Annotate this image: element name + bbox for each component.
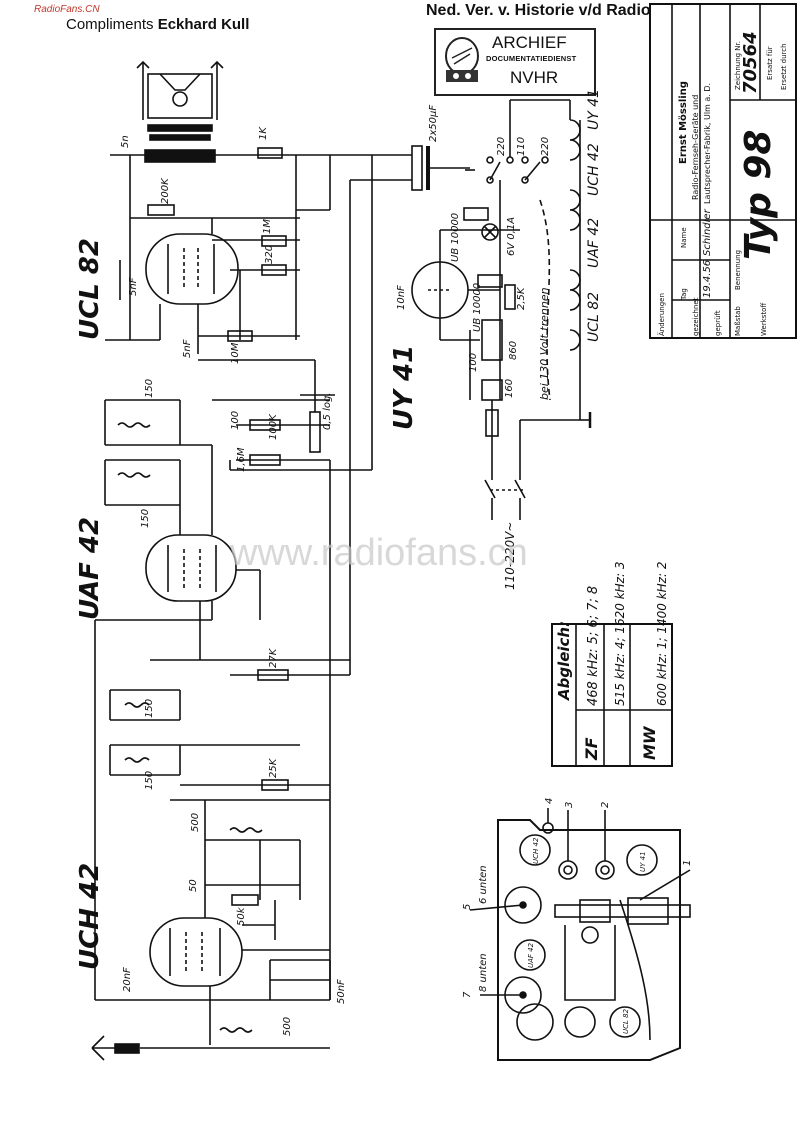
label-r-100k: 100K [268, 413, 279, 440]
label-sep-note: bei 130 Volt trennen [538, 287, 551, 400]
chassis-pin-2: 2 [600, 802, 611, 808]
label-v220-b: 220 [540, 137, 551, 156]
site-logo-text: RadioFans.CN [34, 4, 100, 15]
label-c-2x50: 2x50µF [428, 105, 439, 142]
label-v110: 110 [516, 137, 527, 156]
resistor-200k [147, 204, 175, 216]
label-r-320: 320 [264, 245, 275, 264]
heater-tube-4: UY 41 [586, 89, 602, 130]
tb-name-field: Benennung [734, 250, 742, 290]
compliments-name: Eckhard Kull [157, 16, 250, 33]
label-c-50nf: 50nF [336, 979, 347, 1004]
label-v220-a: 220 [496, 137, 507, 156]
label-c-5nf-a: 5nF [128, 277, 139, 296]
tb-material-label: Werkstoff [760, 303, 768, 336]
label-ub-b: UB 10000 [472, 283, 483, 332]
label-c-20nf: 20nF [122, 967, 133, 992]
label-r-860: 860 [508, 341, 519, 360]
chassis-tube-ucl: UCL 82 [622, 1008, 630, 1034]
label-mains: 110-220V~ [503, 522, 517, 590]
watermark: www.radiofans.cn [229, 532, 528, 574]
tb-company-2: Radio-Fernseh-Geräte und [691, 95, 700, 200]
label-c-150-c: 150 [144, 699, 155, 718]
label-c-500-b: 500 [282, 1017, 293, 1036]
label-r-25k: 25K [268, 757, 279, 778]
label-c-10nf: 10nF [396, 285, 407, 310]
tb-company: Ernst Mössling [678, 81, 689, 164]
label-c-150-b: 150 [140, 509, 151, 528]
tb-name-label: Name [680, 227, 688, 248]
alignment-mw-line2: 600 kHz: 1; 1400 kHz: 2 [655, 562, 669, 706]
stamp-line-2: DOCUMENTATIEDIENST [486, 54, 577, 63]
label-r-2-5k: 2,5K [516, 286, 527, 310]
label-r-100: 100 [468, 353, 479, 372]
heater-tube-2: UAF 42 [586, 218, 602, 268]
label-r-200k: 200K [160, 177, 171, 204]
tb-company-3: Lautsprecher-Fabrik, Ulm a. D. [703, 83, 712, 204]
label-ub-a: UB 10000 [450, 213, 461, 262]
tb-drawn-label: gezeichnet [692, 297, 700, 336]
label-r-27k: 27K [268, 647, 279, 668]
tb-drawn-date: 19.4.56 [702, 260, 713, 298]
tube-label-uaf42: UAF 42 [75, 517, 105, 620]
alignment-zf-values: 468 kHz: 5; 6; 7; 8 [586, 586, 601, 706]
label-c-5nf-b: 5nF [182, 339, 193, 358]
tb-replaced-for: Ersatz für [766, 46, 774, 80]
label-r-1-6m: 1,6M [236, 447, 247, 472]
compliments-line: Compliments Eckhard Kull [66, 16, 249, 33]
tb-model: Typ 98 [738, 130, 779, 260]
archive-title: Ned. Ver. v. Historie v/d Radio [426, 2, 651, 19]
tb-replaced-by: Ersetzt durch [780, 43, 788, 90]
chassis-pin7-note: 8 unten [478, 953, 489, 992]
chassis-tube-uaf: UAF 42 [527, 942, 535, 968]
label-c-100: 100 [230, 411, 241, 430]
chassis-tube-uy: UY 41 [639, 851, 647, 872]
tb-drawing-no: 70564 [740, 31, 761, 94]
label-lamp: 6V 0,1A [506, 217, 517, 256]
label-r-1k: 1K [258, 126, 269, 140]
label-c-150-a: 150 [144, 379, 155, 398]
compliments-prefix: Compliments [66, 16, 154, 33]
label-c-50: 50 [188, 879, 199, 892]
heater-tube-3: UCH 42 [586, 143, 602, 196]
alignment-title: Abgleich: [555, 621, 573, 701]
label-r-50k: 50k [236, 906, 247, 926]
tb-checked-label: geprüft [714, 310, 722, 336]
tube-label-ucl82: UCL 82 [75, 238, 105, 340]
label-r-1m: 1M [262, 219, 273, 234]
label-r-160: 160 [504, 379, 515, 398]
tb-date-label: Tag [680, 288, 688, 301]
label-r-10m: 10M [230, 342, 241, 364]
heater-tube-1: UCL 82 [586, 292, 602, 342]
chassis-pin-7: 7 [462, 991, 473, 998]
chassis-pin-1: 1 [682, 860, 693, 866]
alignment-mw-label: MW [640, 725, 659, 760]
tb-scale-label: Maßstab [734, 306, 742, 336]
tube-label-uch42: UCH 42 [75, 863, 105, 970]
stamp-line-1: ARCHIEF [492, 33, 567, 52]
archive-stamp: ARCHIEF DOCUMENTATIEDIENST NVHR [434, 28, 596, 96]
label-pot: 0,5 log. [322, 392, 333, 430]
chassis-pin-3: 3 [564, 802, 575, 808]
radio-logo-icon [445, 37, 479, 82]
tb-drawn-name: Schindler [702, 208, 713, 256]
chassis-pin-5: 5 [462, 904, 473, 910]
tb-changes-label: Änderungen [657, 293, 666, 336]
alignment-mw-line1: 515 kHz: 4; 1620 kHz: 3 [613, 562, 627, 706]
stamp-line-3: NVHR [510, 68, 559, 87]
label-c-500-a: 500 [190, 813, 201, 832]
label-c-150-d: 150 [144, 771, 155, 790]
chassis-pin5-note: 6 unten [478, 865, 489, 904]
chassis-tube-uch: UCH 42 [532, 837, 540, 864]
alignment-zf-label: ZF [582, 737, 601, 761]
label-c-5n: 5n [120, 135, 131, 148]
chassis-pin-4: 4 [544, 798, 555, 804]
tube-label-uy41: UY 41 [389, 345, 419, 430]
tb-drawing-no-label: Zeichnung Nr. [734, 41, 742, 90]
